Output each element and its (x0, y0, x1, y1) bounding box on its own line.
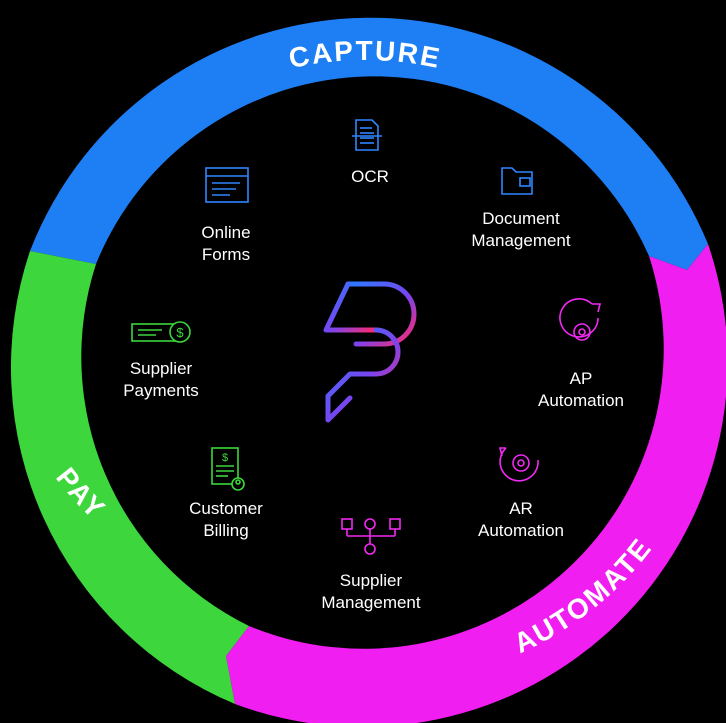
cash-payment-icon: $ (131, 321, 191, 343)
automate-segment (226, 244, 726, 723)
stylized-p-logo (323, 281, 417, 423)
invoice-person-icon: $ (211, 447, 245, 491)
item-label-ap-automation: AP Automation (538, 369, 624, 410)
svg-text:$: $ (176, 325, 184, 340)
pay-segment (10, 251, 249, 704)
gear-cycle-icon-ar (498, 447, 539, 482)
item-label-supplier-management: Supplier Management (321, 571, 421, 612)
svg-text:$: $ (222, 452, 228, 464)
folder-icon (501, 167, 533, 195)
org-network-icon (341, 518, 401, 555)
gear-cycle-icon-ap (559, 298, 602, 341)
browser-form-icon (205, 167, 249, 203)
item-label-document-management: Document Management (471, 209, 571, 250)
item-label-supplier-payments: Supplier Payments (123, 359, 199, 400)
document-text-icon (352, 119, 382, 151)
item-label-ocr: OCR (351, 167, 389, 186)
capture-segment (30, 17, 708, 271)
item-label-online-forms: Online Forms (201, 223, 251, 264)
item-label-ar-automation: AR Automation (478, 499, 564, 540)
item-label-customer-billing: Customer Billing (189, 499, 263, 540)
